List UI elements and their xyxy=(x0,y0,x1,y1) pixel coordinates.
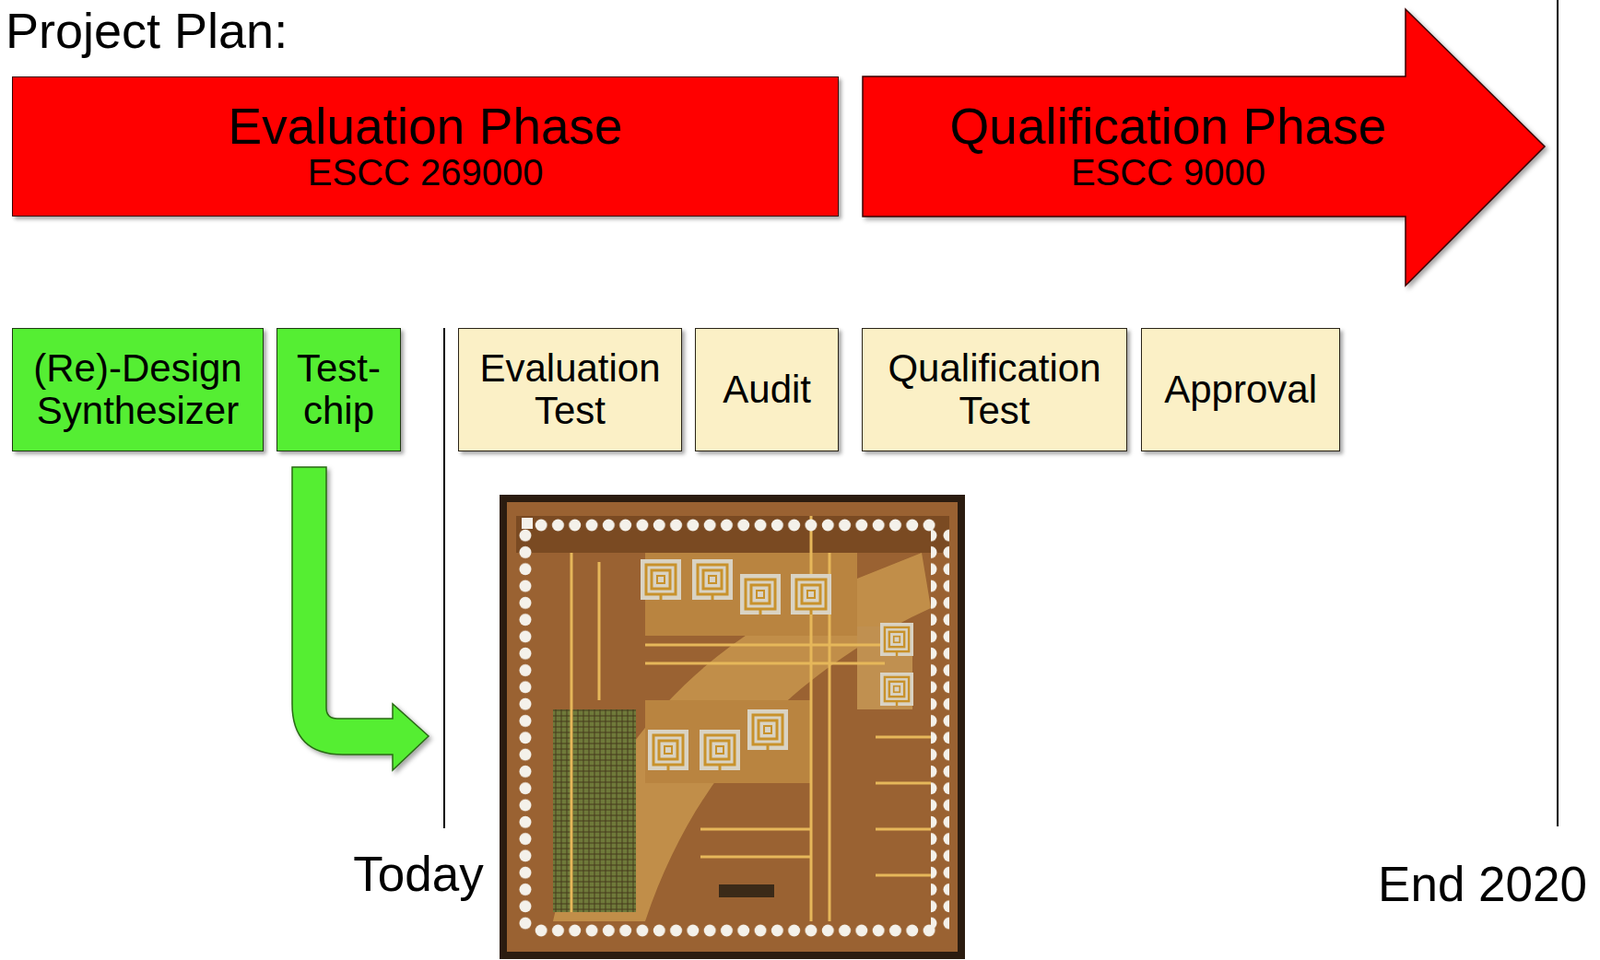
phase-arrow: Qualification PhaseESCC 9000 xyxy=(861,8,1546,287)
slide-heading: Project Plan: xyxy=(5,3,288,59)
node-title: Test- chip xyxy=(286,347,391,433)
step-box: Audit xyxy=(694,328,839,452)
node-title: (Re)-Design Synthesizer xyxy=(22,347,254,433)
node-subtitle: ESCC 9000 xyxy=(1070,152,1266,193)
node-body: Qualification Test xyxy=(862,329,1127,451)
node-title: Qualification Test xyxy=(871,347,1118,433)
today-line xyxy=(443,328,446,829)
chip-photo xyxy=(499,494,965,960)
step-box: Qualification Test xyxy=(861,328,1128,452)
node-body: Evaluation PhaseESCC 269000 xyxy=(12,77,838,216)
node-title: Evaluation Phase xyxy=(228,101,624,153)
node-title: Evaluation Test xyxy=(468,347,672,433)
bent-arrow xyxy=(292,467,429,771)
end-line xyxy=(1556,0,1559,827)
task-box: (Re)-Design Synthesizer xyxy=(11,328,264,452)
node-title: Approval xyxy=(1164,368,1318,412)
node-title: Audit xyxy=(722,368,812,412)
phase-band: Evaluation PhaseESCC 269000 xyxy=(11,76,839,217)
node-body: Audit xyxy=(695,329,838,451)
node-subtitle: ESCC 269000 xyxy=(307,152,544,193)
node-body: Qualification PhaseESCC 9000 xyxy=(861,76,1475,217)
time-marker: End 2020 xyxy=(1273,858,1588,912)
node-body: Approval xyxy=(1141,329,1340,451)
node-title: Qualification Phase xyxy=(950,101,1388,153)
task-box: Test- chip xyxy=(276,328,401,452)
time-marker: Today xyxy=(326,847,511,902)
step-box: Approval xyxy=(1141,328,1341,452)
node-body: Evaluation Test xyxy=(458,329,682,451)
node-body: (Re)-Design Synthesizer xyxy=(12,329,263,451)
node-body: Test- chip xyxy=(277,329,400,451)
step-box: Evaluation Test xyxy=(458,328,683,452)
arrow-shape xyxy=(862,9,1545,286)
